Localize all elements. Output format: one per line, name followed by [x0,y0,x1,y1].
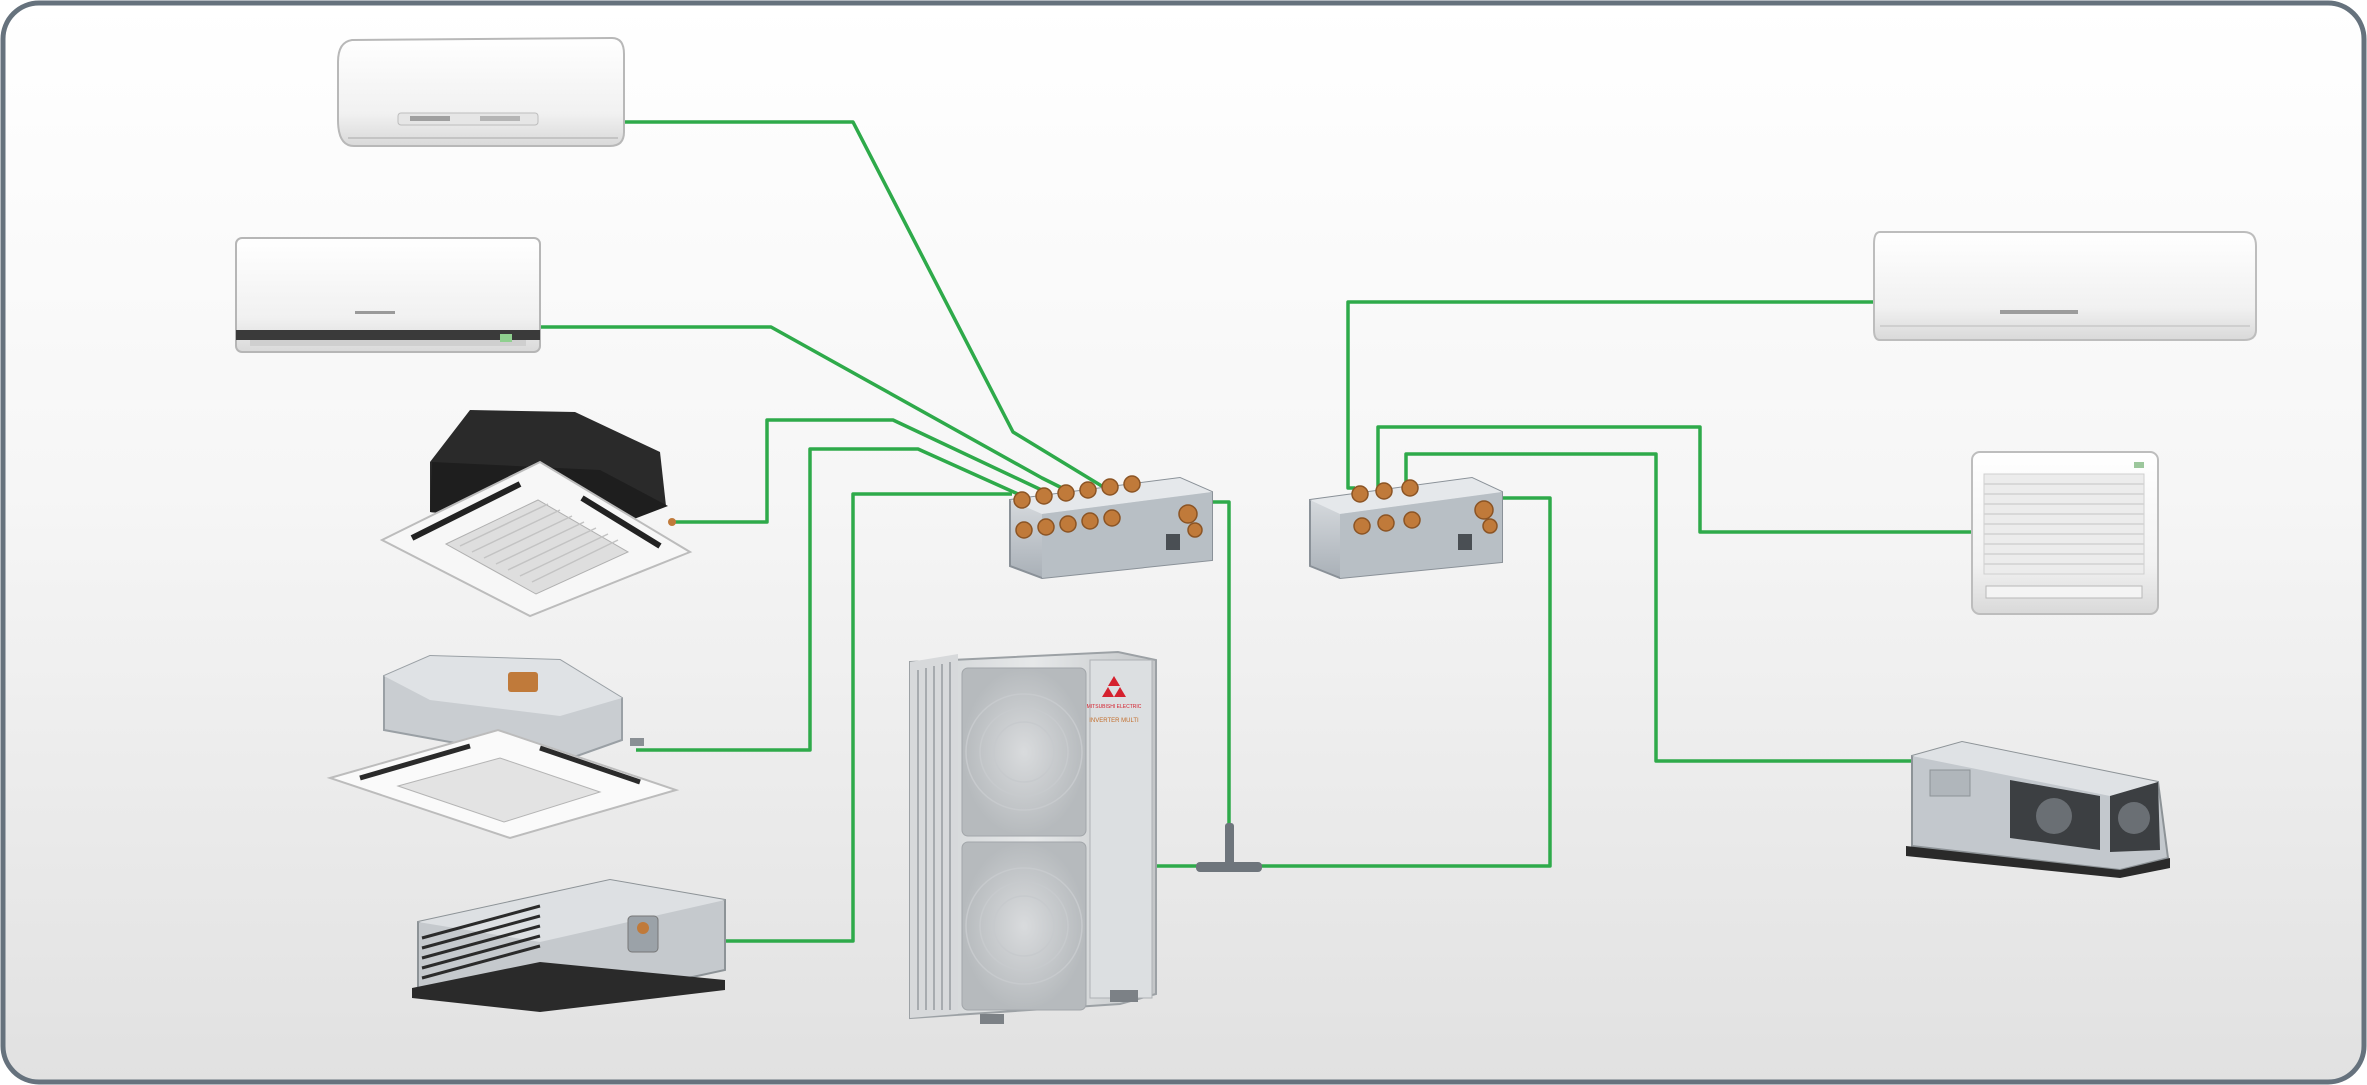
pipe-ducted-low-static [725,492,1012,943]
indoor-unit-compact-cassette [326,654,680,840]
indoor-unit-ducted-low-static [412,878,726,1012]
indoor-unit-ceiling-cassette [379,410,693,618]
pipe-compact-cassette [636,447,1019,752]
outdoor-unit-series: INVERTER MULTI [1089,718,1139,724]
pipe-main-outdoor [1156,496,1552,868]
pipe-wall-unit-large [1346,300,1876,490]
branch-box-5-port [1009,475,1213,580]
indoor-unit-floor-console [1971,451,2159,615]
tee-joint [1196,823,1262,872]
indoor-unit-ducted-medium-static [1906,740,2170,878]
indoor-unit-wall-large [1873,231,2257,341]
mitsubishi-logo [1102,676,1126,697]
indoor-unit-wall [235,237,541,353]
pipe-ceiling-cassette [672,418,1051,524]
indoor-unit-wall-slim [337,36,625,147]
pipe-wall-unit [538,325,1063,490]
pipe-floor-console [1376,425,1972,534]
pipe-ducted-medium [1404,452,1911,763]
branch-box-3-port [1309,476,1503,580]
outdoor-unit: MITSUBISHI ELECTRIC INVERTER MULTI [909,650,1157,1024]
pipe-wall-unit-slim [618,120,1106,490]
outdoor-unit-brand: MITSUBISHI ELECTRIC [1087,704,1142,710]
